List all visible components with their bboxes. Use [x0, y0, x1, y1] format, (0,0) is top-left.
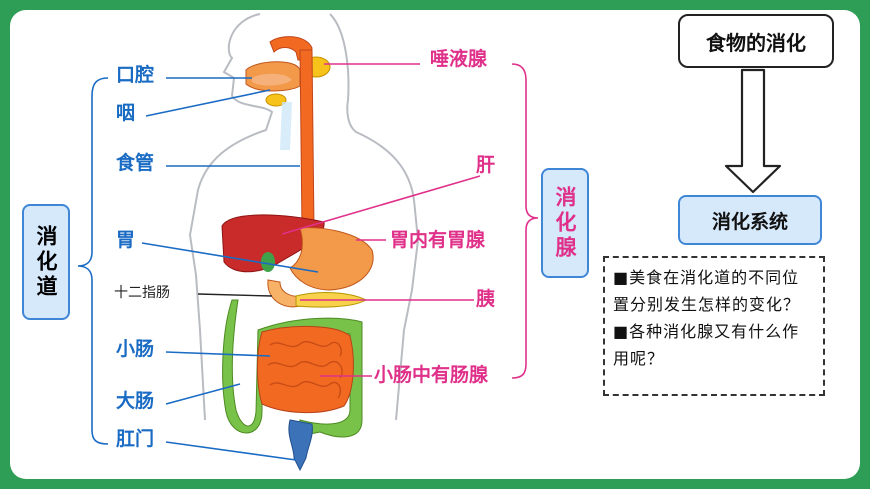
- group-digestive-tract-text: 消化道: [34, 224, 58, 300]
- label-esophagus: 食管: [116, 152, 155, 174]
- down-arrow: [724, 68, 782, 194]
- gallbladder-shape: [261, 252, 275, 272]
- sublingual-gland-shape: [265, 93, 287, 107]
- left-brace: [77, 77, 109, 445]
- label-pharynx: 咽: [116, 102, 136, 124]
- label-stomach: 胃: [116, 229, 136, 251]
- tongue-shape: [252, 73, 292, 86]
- label-intestinal-gland: 小肠中有肠腺: [374, 364, 489, 386]
- rectum-shape: [288, 419, 313, 472]
- label-small-intestine: 小肠: [116, 338, 155, 360]
- esophagus-shape: [299, 49, 315, 231]
- small-intestine-coils: [267, 341, 343, 399]
- label-pancreas: 胰: [476, 288, 496, 310]
- group-digestive-glands: 消化腺: [541, 168, 589, 278]
- right-brace: [511, 63, 539, 379]
- small-intestine-shape: [257, 325, 354, 413]
- left-leader-lines: [141, 77, 319, 461]
- large-intestine-shape: [222, 299, 363, 438]
- box-digestive-system: 消化系统: [678, 195, 822, 245]
- label-mouth: 口腔: [116, 64, 155, 86]
- right-leader-lines: [281, 63, 481, 377]
- box-food-digestion: 食物的消化: [678, 14, 834, 68]
- label-large-intestine: 大肠: [116, 390, 155, 412]
- label-liver: 肝: [476, 154, 496, 176]
- group-digestive-tract: 消化道: [22, 204, 70, 320]
- label-duodenum: 十二指肠: [114, 285, 170, 301]
- group-digestive-glands-text: 消化腺: [553, 185, 577, 261]
- question-2: ■各种消化腺又有什么作用呢？: [613, 322, 800, 368]
- label-salivary-gland: 唾液腺: [430, 48, 488, 70]
- stomach-shape: [289, 227, 374, 291]
- duodenum-leader-line: [197, 293, 273, 297]
- question-1: ■美食在消化道的不同位置分别发生怎样的变化？: [613, 268, 801, 314]
- body-outline: [188, 13, 420, 421]
- trachea-shape: [280, 102, 292, 150]
- question-box: ■美食在消化道的不同位置分别发生怎样的变化？ ■各种消化腺又有什么作用呢？: [603, 256, 825, 396]
- label-gastric-gland: 胃内有胃腺: [390, 229, 486, 251]
- label-anus: 肛门: [116, 428, 155, 450]
